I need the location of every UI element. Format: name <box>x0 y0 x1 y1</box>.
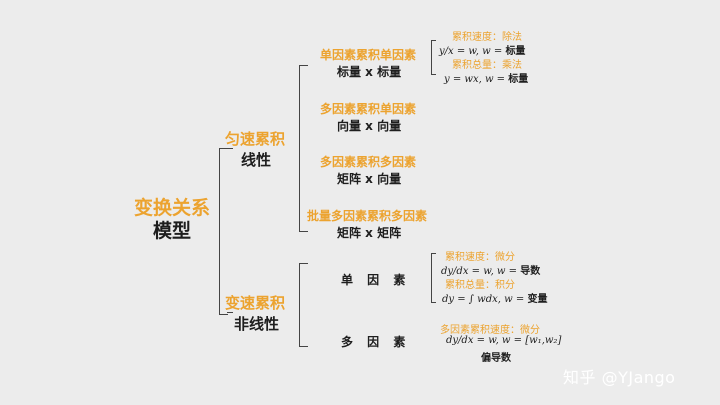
linear-note-1-label: 累积速度：除法 <box>452 32 522 43</box>
linear-item-3-sub: 矩阵 x 向量 <box>337 172 402 186</box>
linear-item-1-title: 单因素累积单因素 <box>320 48 417 62</box>
linear-note-2-formula: y = wx, w = 标量 <box>444 74 529 85</box>
nonlinear-note-3-label: 多因素累积速度：微分 <box>440 325 540 336</box>
nonlinear-note-1-formula: dy/dx = w, w = 导数 <box>441 266 541 277</box>
nonlinear-item-2-title: 多 因 素 <box>341 335 411 349</box>
nonlinear-subtitle: 非线性 <box>234 315 280 333</box>
nonlinear-note-2-formula: dy = ∫ wdx, w = 变量 <box>442 294 548 305</box>
note-bracket-1 <box>431 40 436 75</box>
linear-item-4-title: 批量多因素累积多因素 <box>307 209 428 223</box>
watermark: 知乎 @YJango <box>563 368 676 387</box>
linear-item-4-sub: 矩阵 x 矩阵 <box>337 226 402 240</box>
root-title: 变换关系 <box>134 197 211 219</box>
linear-bracket <box>299 65 308 232</box>
root-tick-nonlinear <box>227 312 233 313</box>
root-subtitle: 模型 <box>153 220 192 242</box>
note-bracket-2 <box>431 253 436 303</box>
nonlinear-note-2-label: 累积总量：积分 <box>445 280 515 291</box>
linear-title: 匀速累积 <box>225 130 286 148</box>
nonlinear-item-1-title: 单 因 素 <box>341 273 411 287</box>
nonlinear-note-1-label: 累积速度：微分 <box>445 252 515 263</box>
linear-note-2-label: 累积总量：乘法 <box>452 60 522 71</box>
linear-item-1-sub: 标量 x 标量 <box>337 65 402 79</box>
linear-item-2-sub: 向量 x 向量 <box>337 119 402 133</box>
nonlinear-bracket <box>299 263 308 347</box>
root-tick-linear <box>227 148 233 149</box>
linear-item-2-title: 多因素累积单因素 <box>320 102 417 116</box>
nonlinear-title: 变速累积 <box>225 294 286 312</box>
nonlinear-note-3-formula: dy/dx = w, w = [w₁,w₂] <box>446 335 562 346</box>
root-bracket <box>219 148 228 315</box>
nonlinear-note-3-suffix: 偏导数 <box>481 353 511 364</box>
linear-item-3-title: 多因素累积多因素 <box>320 155 417 169</box>
linear-subtitle: 线性 <box>241 151 272 169</box>
linear-note-1-formula: y/x = w, w = 标量 <box>439 46 526 57</box>
